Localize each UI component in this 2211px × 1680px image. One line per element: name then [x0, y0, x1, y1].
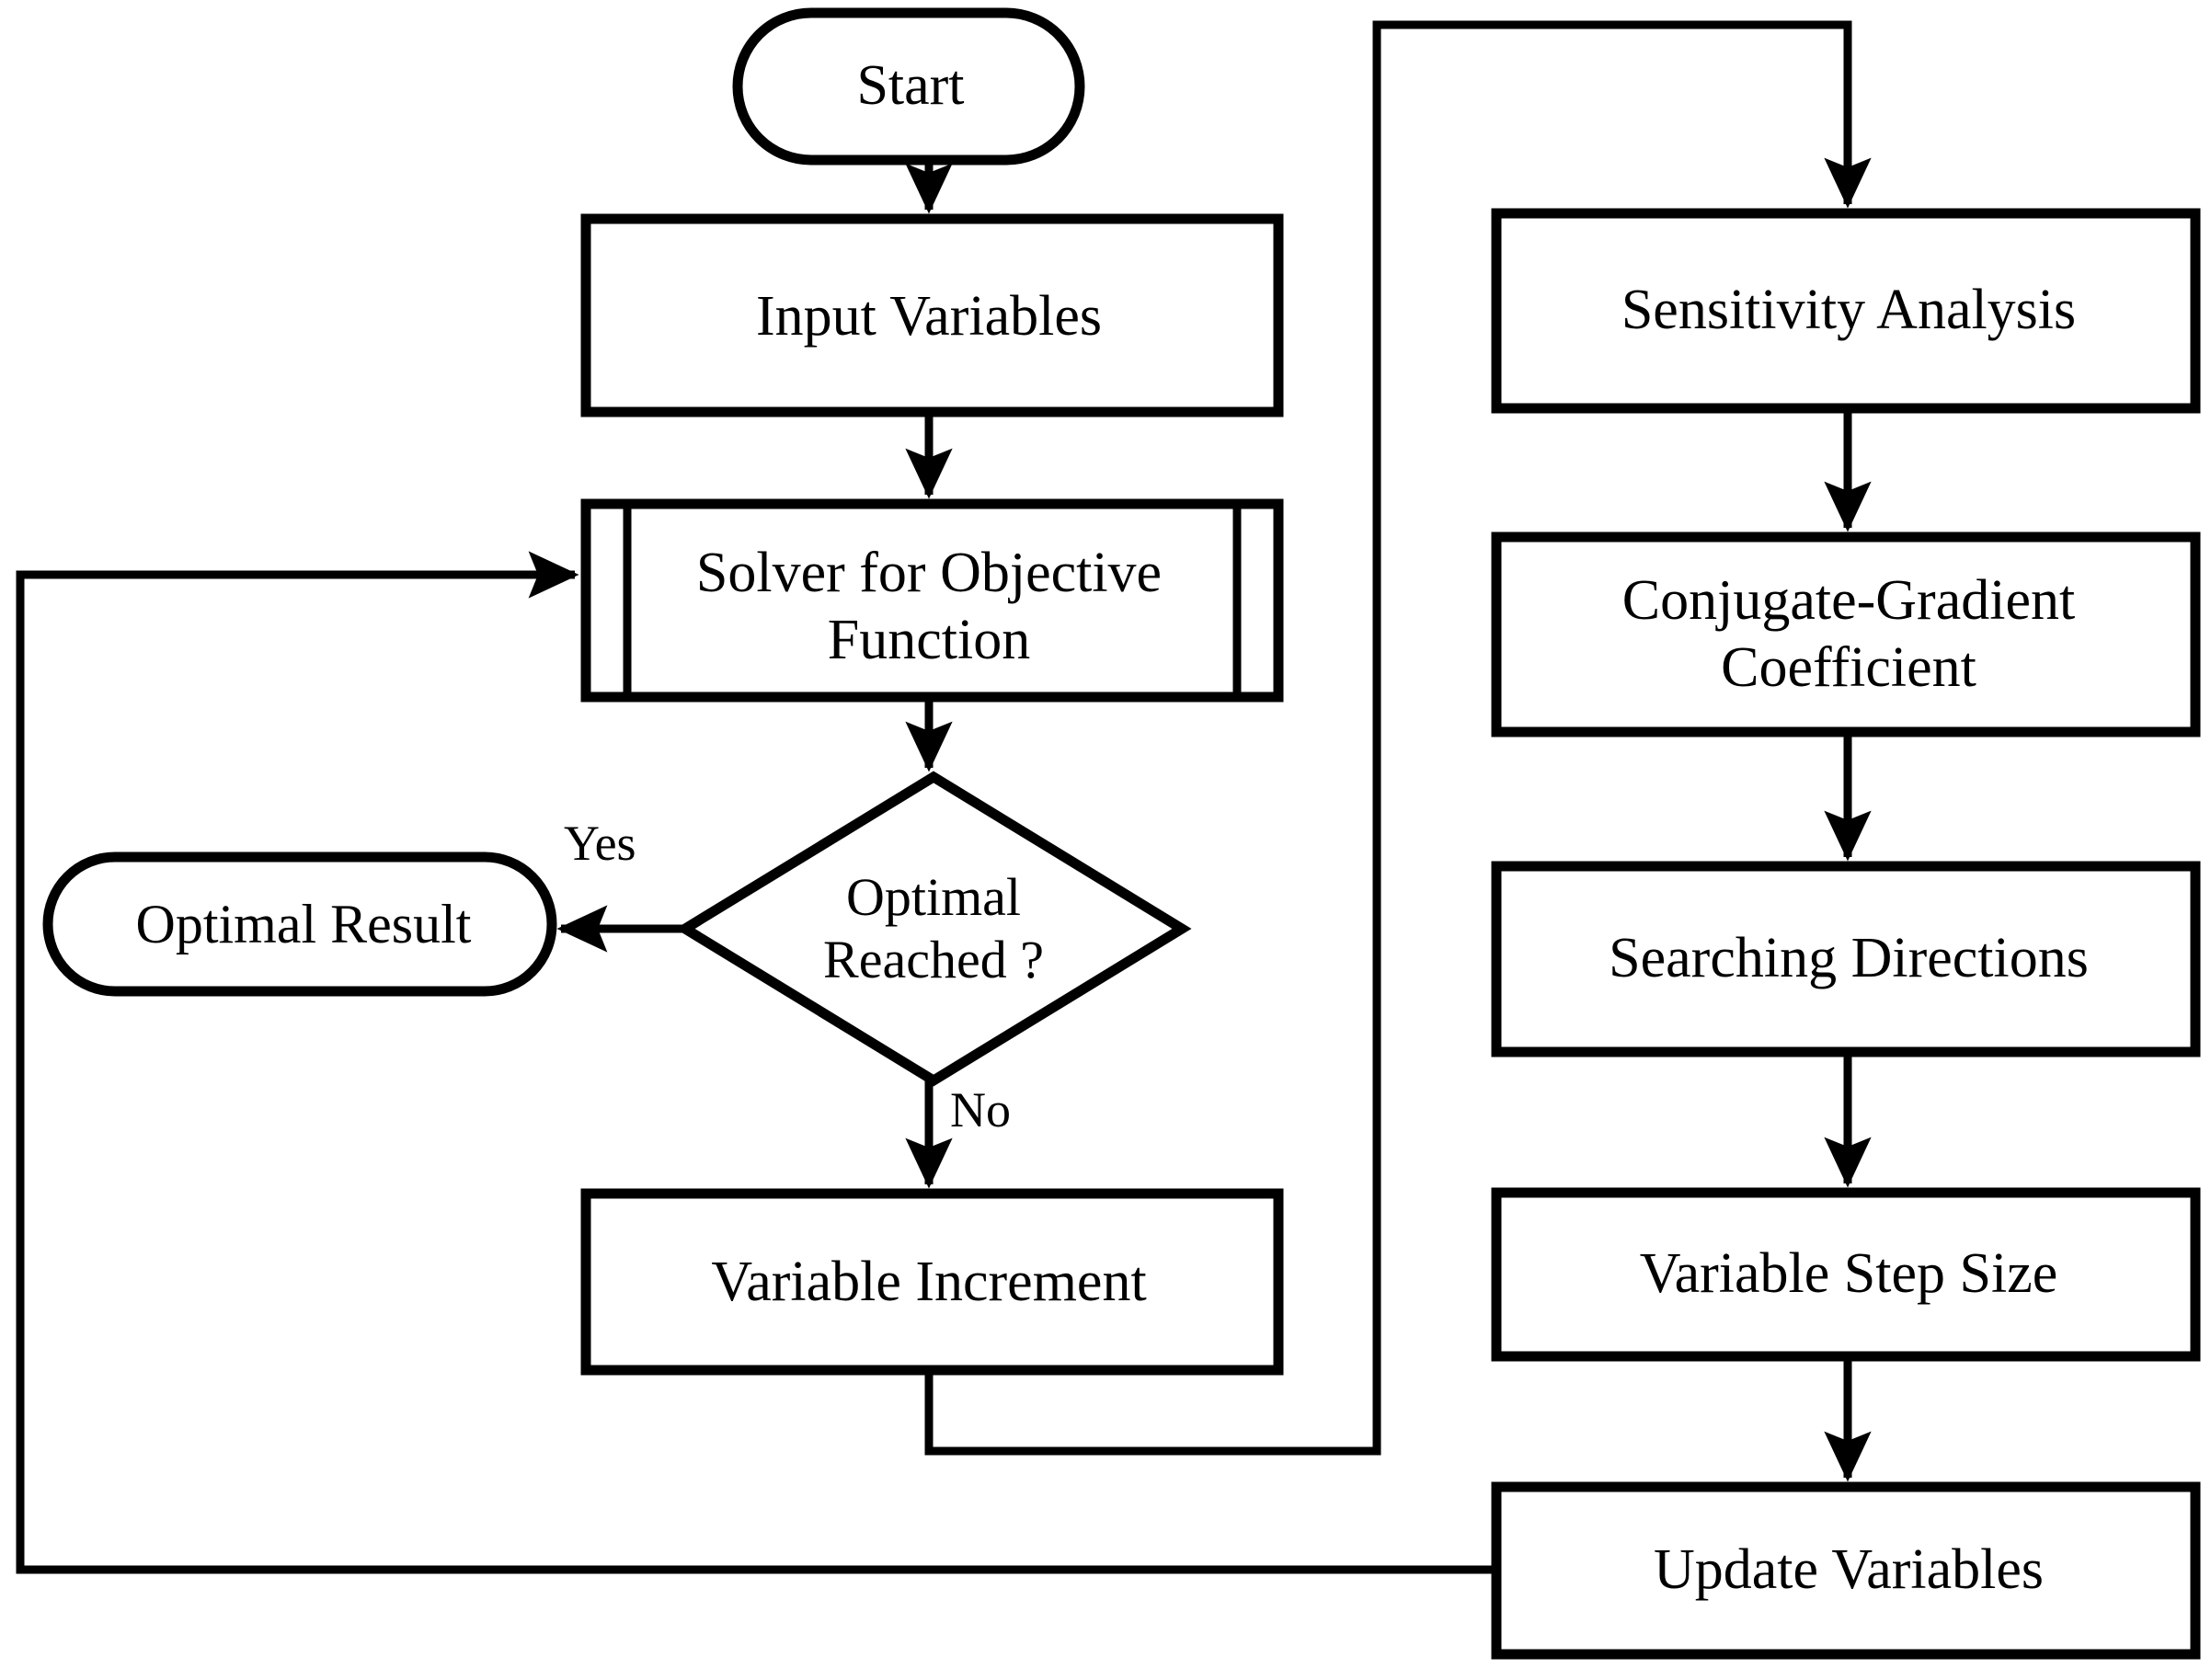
node-start-shape[interactable] — [732, 7, 1085, 166]
edge-label-no: No — [950, 1082, 1011, 1137]
edge-label-yes: Yes — [564, 816, 636, 871]
node-variable-increment-shape[interactable] — [580, 1188, 1284, 1376]
edge-variable-increment-to-sensitivity — [924, 20, 1872, 1456]
node-sensitivity-analysis-shape[interactable] — [1491, 208, 2201, 414]
node-conjugate-gradient-coefficient-shape[interactable] — [1491, 531, 2201, 737]
node-decision-shape[interactable] — [675, 771, 1192, 1087]
node-searching-directions-shape[interactable] — [1491, 861, 2201, 1057]
edge-update-to-solver — [16, 551, 1496, 1574]
node-optimal-result-shape[interactable] — [42, 851, 557, 997]
node-input-variables-shape[interactable] — [580, 213, 1284, 417]
node-update-variables-shape[interactable] — [1491, 1481, 2201, 1660]
node-solver-shape[interactable] — [580, 498, 1284, 703]
node-variable-step-size-shape[interactable] — [1491, 1187, 2201, 1362]
